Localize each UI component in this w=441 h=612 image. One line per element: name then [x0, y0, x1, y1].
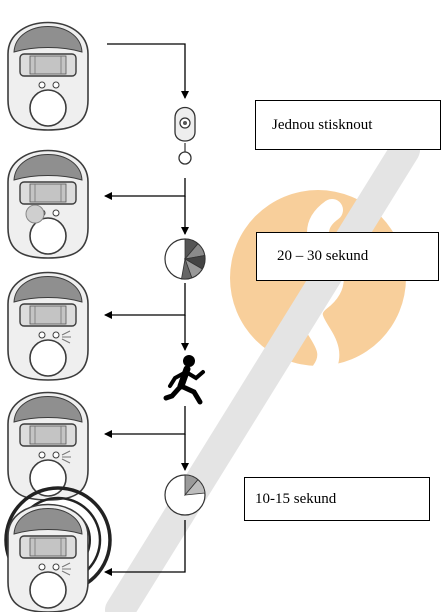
walking-person-icon [163, 355, 205, 405]
motion-detector-icon [7, 21, 89, 131]
step-label-text: 20 – 30 sekund [277, 248, 369, 264]
step-label-press-once: Jednou stisknout [255, 100, 441, 150]
led-glow-icon [61, 450, 71, 464]
remote-keyfob-icon [174, 106, 196, 165]
flow-arrow-icon [104, 283, 186, 319]
motion-detector-icon [7, 149, 89, 259]
watermark-logo [105, 135, 420, 612]
flow-arrow-icon [104, 178, 186, 200]
step-label-delay-1: 20 – 30 sekund [256, 232, 439, 281]
flow-lines [104, 43, 189, 576]
step-label-delay-2: 10-15 sekund [244, 477, 430, 521]
button-press-icon [25, 204, 45, 224]
led-glow-icon [61, 330, 71, 344]
flow-arrow-icon [104, 406, 186, 438]
motion-detector-icon [7, 391, 89, 501]
motion-detector-icon [7, 503, 89, 612]
step-label-text: 10-15 sekund [255, 490, 337, 507]
led-glow-icon [61, 562, 71, 576]
flow-arrow-icon [107, 43, 189, 99]
watermark-stripe [105, 135, 420, 612]
pie-timer-icon [164, 238, 206, 280]
flow-arrow-icon [104, 520, 186, 576]
pie-timer-icon [164, 474, 206, 516]
motion-detector-icon [7, 271, 89, 381]
step-label-text: Jednou stisknout [272, 116, 373, 133]
